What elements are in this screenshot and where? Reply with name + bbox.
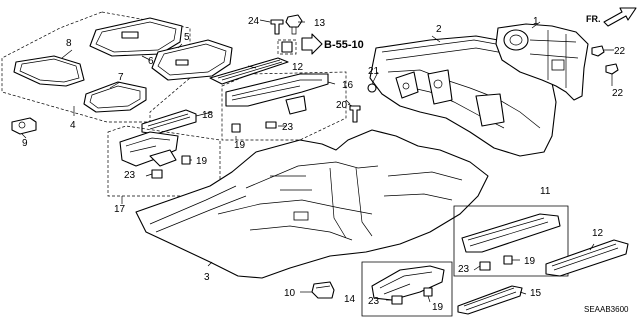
clip-19-d (423, 287, 433, 297)
clip-23-c (479, 261, 491, 271)
callout-4: 4 (70, 120, 76, 131)
reference-label: B-55-10 (324, 39, 364, 51)
frame-bracket-left (395, 71, 419, 99)
floor-mat-5 (151, 39, 233, 81)
callout-19-b: 19 (196, 156, 208, 167)
callout-2: 2 (436, 24, 442, 35)
callout-23-d: 23 (368, 296, 380, 307)
floor-mat-group-outline (1, 11, 191, 123)
clip-23-b (151, 169, 163, 179)
grommet-10 (311, 281, 335, 299)
callout-10: 10 (284, 288, 296, 299)
sill-plate-15 (457, 285, 523, 315)
bolt-22-a (591, 45, 605, 57)
callout-labels: 1 2 3 4 5 6 7 8 9 10 11 12 12 13 14 15 1… (22, 14, 629, 314)
kick-panel-18 (141, 109, 197, 135)
bolt-20 (349, 105, 361, 123)
right-sill-11 (461, 213, 561, 253)
callout-19-d: 19 (432, 302, 444, 313)
callout-5: 5 (184, 32, 190, 43)
left-trim-group-outline (107, 125, 221, 197)
callout-21: 21 (368, 66, 380, 77)
fastener-cluster-top (259, 14, 323, 55)
callout-11: 11 (540, 186, 551, 197)
grommet (281, 41, 293, 53)
duct-port (503, 29, 529, 51)
clip-23-a (265, 121, 277, 129)
frame-bracket-center (427, 69, 453, 105)
callout-19-a: 19 (234, 140, 246, 151)
callout-24: 24 (248, 16, 260, 27)
reference-arrow (301, 33, 323, 55)
left-trim-group (107, 125, 221, 204)
callout-17: 17 (114, 204, 126, 215)
callout-23-b: 23 (124, 170, 136, 181)
bolt-22-b (605, 63, 619, 75)
callout-12-right: 12 (592, 228, 604, 239)
right-sill-group (453, 205, 629, 277)
clip-19-a (231, 123, 241, 133)
floor-mat-7 (83, 81, 147, 113)
diagram-code: SEAAB3600 (584, 305, 629, 314)
frame-bracket-right (475, 93, 505, 127)
mat-clip-9 (11, 117, 37, 135)
callout-16: 16 (342, 80, 354, 91)
front-label: FR. (586, 14, 601, 24)
callout-12-top: 12 (292, 62, 304, 73)
callout-18: 18 (202, 110, 214, 121)
floor-mat-group (1, 11, 233, 139)
right-sill-group-outline (453, 205, 569, 277)
nut-21 (367, 83, 377, 93)
floor-carpet-3 (135, 129, 489, 279)
callout-14: 14 (344, 294, 356, 305)
mat-tag-5 (175, 59, 189, 66)
callout-22-b: 22 (612, 88, 624, 99)
carpet-grommet (293, 211, 309, 221)
clip-23-d (391, 295, 403, 305)
callout-1: 1 (533, 16, 539, 27)
sill-trim-group (141, 57, 351, 141)
callout-22-a: 22 (614, 46, 626, 57)
bottom-trim-group (300, 261, 527, 317)
carpet-outline (135, 129, 489, 279)
callout-15: 15 (530, 288, 542, 299)
callout-9: 9 (22, 138, 28, 149)
heater-duct-group (495, 7, 637, 101)
callout-23-c: 23 (458, 264, 470, 275)
sill-plate-12-right (545, 239, 629, 277)
callout-7: 7 (118, 72, 124, 83)
screw-24 (270, 19, 284, 35)
trim-bracket-17 (149, 149, 177, 167)
callout-13: 13 (314, 18, 326, 29)
trim-bracket (285, 95, 307, 115)
floor-mat-8 (13, 55, 85, 87)
bottom-trim-group-outline (361, 261, 453, 317)
callout-3: 3 (204, 272, 210, 283)
clip-19-b (181, 155, 191, 165)
mat-tag (121, 31, 139, 39)
callout-20: 20 (336, 100, 348, 111)
sill-trim-16 (225, 73, 329, 107)
clip-19-c (503, 255, 513, 265)
front-direction-arrow (603, 7, 637, 27)
clip-13 (285, 14, 303, 28)
callout-23-a: 23 (282, 122, 294, 133)
trim-14 (371, 265, 445, 301)
callout-6: 6 (148, 56, 154, 67)
callout-8: 8 (66, 38, 72, 49)
callout-19-c: 19 (524, 256, 536, 267)
